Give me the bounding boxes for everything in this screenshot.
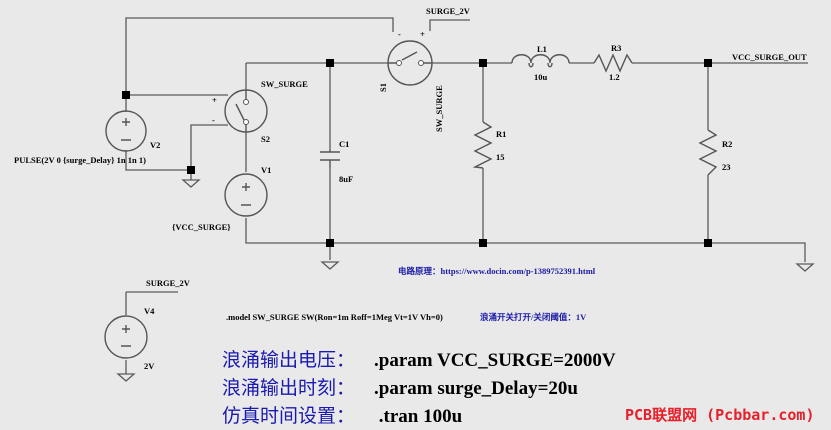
v1-voltage-source [224, 173, 268, 217]
v4-label: V4 [144, 306, 155, 316]
c1-label: C1 [339, 139, 349, 149]
param-surge-delay-line: 浪涌输出时刻： .param surge_Delay=20u [222, 373, 578, 400]
v2-label: V2 [150, 140, 160, 150]
r1-label: R1 [496, 129, 506, 139]
pcbbar-watermark: PCB联盟网 (Pcbbar.com) [625, 406, 815, 424]
r1-resistor [472, 121, 493, 169]
ground-symbols [116, 179, 815, 382]
s2-label: S2 [261, 134, 270, 144]
model-directive: .model SW_SURGE SW(Ron=1m Roff=1Meg Vt=1… [226, 312, 443, 322]
param-surge-delay-caption: 浪涌输出时刻： [222, 377, 356, 399]
tran-directive-line: 仿真时间设置： .tran 100u [222, 401, 462, 428]
surge-2v-label: SURGE_2V [426, 6, 471, 16]
v2-voltage-source [105, 110, 147, 152]
vcc-surge-label: {VCC_SURGE} [172, 222, 231, 232]
s2-plus-label: + [212, 95, 217, 105]
s2-voltage-switch [224, 89, 268, 133]
sw-surge-label: SW_SURGE [261, 79, 308, 89]
r3-label: R3 [611, 43, 621, 53]
model-comment: 浪涌开关打开/关闭阈值：1V [480, 312, 587, 322]
v1-label: V1 [261, 165, 271, 175]
param-surge-delay-command: .param surge_Delay=20u [374, 378, 578, 399]
r2-label: R2 [722, 139, 732, 149]
tran-directive-command: .tran 100u [374, 406, 463, 427]
s1-label: S1 [378, 83, 388, 92]
s2-minus-label: - [212, 115, 215, 125]
tran-directive-caption: 仿真时间设置： [222, 405, 356, 427]
v4-value-label: 2V [144, 361, 155, 371]
l1-inductor [511, 54, 570, 68]
vcc-surge-out-label: VCC_SURGE_OUT [732, 52, 807, 62]
pulse-label: PULSE(2V 0 {surge_Delay} 1n 1n 1) [14, 155, 146, 165]
r2-resistor [698, 129, 718, 176]
r3-resistor [593, 53, 633, 73]
s1-plus-label: + [420, 29, 425, 39]
c1-capacitor [320, 150, 340, 168]
s1-minus-label: - [398, 29, 401, 39]
r2-value-label: 23 [722, 162, 731, 172]
circuit-source-note: 电路原理：https://www.docin.com/p-1389752391.… [398, 266, 596, 276]
c1-value-label: 8uF [339, 174, 353, 184]
r3-value-label: 1.2 [609, 72, 620, 82]
s1-voltage-switch [387, 40, 433, 86]
param-vcc-surge-caption: 浪涌输出电压： [222, 349, 356, 371]
r1-value-label: 15 [496, 152, 505, 162]
s1-model-label: SW_SURGE [434, 85, 444, 132]
v4-voltage-source [104, 315, 148, 359]
l1-value-label: 10u [534, 72, 548, 82]
param-vcc-surge-line: 浪涌输出电压： .param VCC_SURGE=2000V [222, 345, 616, 372]
l1-label: L1 [537, 44, 547, 54]
surge-2v-v4-label: SURGE_2V [146, 278, 191, 288]
junctions [122, 59, 712, 247]
param-vcc-surge-command: .param VCC_SURGE=2000V [374, 350, 616, 371]
